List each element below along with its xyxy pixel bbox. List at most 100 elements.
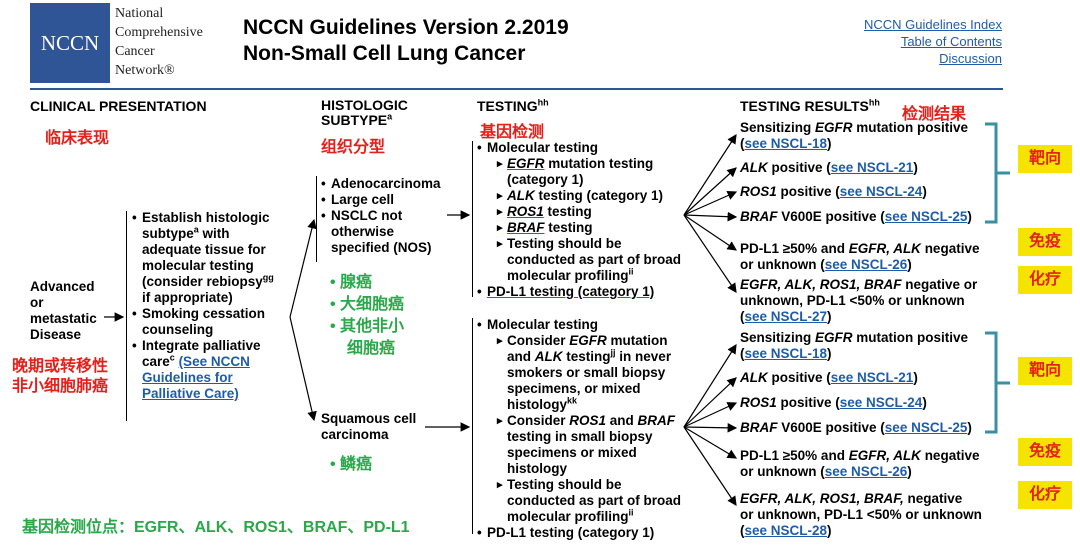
workup-item-smoking: Smoking cessation counseling (132, 306, 297, 338)
result-bottom-ros1: ROS1 positive (see NSCL-24) (740, 395, 927, 410)
other-cn-2: 细胞癌 (347, 340, 396, 357)
fan-bottom-2 (683, 377, 737, 428)
nscl-24-link-bottom[interactable]: see NSCL-24 (839, 395, 923, 410)
testing-results-header: TESTING RESULTShh (740, 97, 880, 114)
adeno-cn: • 腺癌 (330, 274, 373, 291)
fan-bottom-4 (683, 423, 738, 433)
nscl-28-link[interactable]: see NSCL-28 (744, 523, 828, 538)
guidelines-index-link[interactable]: NCCN Guidelines Index (863, 17, 1002, 32)
nccn-logo-box: NCCN (30, 3, 110, 83)
top-nav: NCCN Guidelines Index Table of Contents … (864, 16, 1002, 67)
testing-header: TESTINGhh (477, 97, 549, 114)
testing-bracket-bottom (472, 318, 473, 534)
workup-item-histologic: Establish histologic subtypea with adequ… (132, 210, 297, 306)
page-title: NCCN Guidelines Version 2.2019 Non-Small… (243, 15, 569, 67)
fan-top-5 (683, 214, 737, 251)
fan-top-3 (683, 191, 738, 216)
workup-bracket (126, 211, 127, 421)
workup-item-palliative: Integrate palliative carec (See NCCN Gui… (132, 338, 297, 402)
molecular-testing-top: Molecular testing EGFR mutation testing(… (477, 140, 687, 284)
target-bracket-bottom (985, 331, 1010, 434)
nscl-21-link-top[interactable]: see NSCL-21 (830, 160, 914, 175)
ros1-testing: ROS1 testing (497, 204, 687, 220)
fan-top-2 (683, 167, 737, 216)
palliative-care-link[interactable]: (See NCCN (178, 354, 250, 369)
palliative-care-link-3[interactable]: Palliative Care) (142, 386, 239, 401)
result-bottom-pdl1: PD-L1 ≥50% and EGFR, ALK negative or unk… (740, 448, 980, 479)
nscl-26-link-top[interactable]: see NSCL-26 (824, 257, 908, 272)
subtype-cn-annotations: • 腺癌 • 大细胞癌 • 其他非小 细胞癌 (330, 272, 404, 360)
advanced-disease-label: Advanced or metastatic Disease (30, 279, 97, 342)
result-top-braf: BRAF V600E positive (see NSCL-25) (740, 209, 972, 224)
table-of-contents-link[interactable]: Table of Contents (900, 34, 1002, 49)
braf-testing: BRAF testing (497, 220, 687, 236)
broad-profiling-bottom: Testing should be conducted as part of b… (497, 477, 687, 525)
title-line-2: Non-Small Cell Lung Cancer (243, 42, 526, 65)
nscl-21-link-bottom[interactable]: see NSCL-21 (830, 370, 914, 385)
target-bracket-top (985, 122, 1010, 224)
fan-top-4 (683, 211, 738, 222)
egfr-testing: EGFR mutation testing(category 1) (497, 156, 687, 188)
result-bottom-negative: EGFR, ALK, ROS1, BRAF, negative or unkno… (740, 491, 982, 538)
histologic-subtype-header: HISTOLOGIC SUBTYPEa (321, 97, 408, 128)
squamous-cn: • 鳞癌 (330, 456, 373, 473)
testing-list-bottom: Molecular testing Consider EGFR mutation… (477, 317, 687, 541)
subtype-nos: NSCLC not otherwise specified (NOS) (321, 208, 451, 256)
consider-ros1-braf: Consider ROS1 and BRAF testing in small … (497, 413, 687, 477)
subtype-squamous: Squamous cell carcinoma (321, 411, 417, 442)
nccn-logo-text: National Comprehensive Cancer Network® (115, 6, 203, 78)
nscl-18-link-top[interactable]: see NSCL-18 (744, 136, 828, 151)
result-top-egfr: Sensitizing EGFR mutation positive (see … (740, 120, 969, 151)
result-top-alk: ALK positive (see NSCL-21) (740, 160, 918, 175)
testing-cn-annotation: 基因检测 (480, 124, 545, 141)
clinical-presentation-header: CLINICAL PRESENTATION (30, 98, 207, 114)
nscl-26-link-bottom[interactable]: see NSCL-26 (824, 464, 908, 479)
result-bottom-alk: ALK positive (see NSCL-21) (740, 370, 918, 385)
pdl1-testing-top: PD-L1 testing (category 1) (477, 284, 687, 300)
chemo-badge-bottom: 化疗 (1018, 481, 1072, 509)
immuno-badge-top: 免疫 (1018, 228, 1072, 256)
subtype-list-top: Adenocarcinoma Large cell NSCLC not othe… (321, 176, 451, 256)
results-cn-annotation: 检测结果 (902, 106, 967, 123)
nscl-27-link[interactable]: see NSCL-27 (744, 309, 828, 324)
fan-bottom-1 (683, 343, 737, 428)
large-cn: • 大细胞癌 (330, 296, 405, 313)
molecular-testing-bottom: Molecular testing Consider EGFR mutation… (477, 317, 687, 525)
title-line-1: NCCN Guidelines Version 2.2019 (243, 16, 569, 39)
result-top-pdl1: PD-L1 ≥50% and EGFR, ALK negative or unk… (740, 241, 980, 272)
nscl-25-link-bottom[interactable]: see NSCL-25 (884, 420, 968, 435)
arrow-workup-top (289, 218, 317, 318)
target-badge-top: 靶向 (1018, 145, 1072, 173)
fan-top-1 (683, 133, 737, 216)
result-bottom-braf: BRAF V600E positive (see NSCL-25) (740, 420, 972, 435)
clinical-cn-annotation: 临床表现 (45, 130, 110, 147)
palliative-care-link-2[interactable]: Guidelines for (142, 370, 233, 385)
nccn-logo: NCCN National Comprehensive Cancer Netwo… (30, 3, 240, 83)
nscl-25-link-top[interactable]: see NSCL-25 (884, 209, 968, 224)
chemo-badge-top: 化疗 (1018, 266, 1072, 294)
fan-top-6 (683, 214, 737, 293)
immuno-badge-bottom: 免疫 (1018, 438, 1072, 466)
testing-bracket-top (472, 141, 473, 297)
pdl1-testing-bottom: PD-L1 testing (category 1) (477, 525, 687, 541)
result-bottom-egfr: Sensitizing EGFR mutation positive (see … (740, 330, 969, 361)
nscl-24-link-top[interactable]: see NSCL-24 (839, 184, 923, 199)
fan-bottom-5 (683, 426, 738, 459)
header-divider (30, 88, 1003, 90)
testing-list-top: Molecular testing EGFR mutation testing(… (477, 140, 687, 300)
discussion-link[interactable]: Discussion (939, 51, 1002, 66)
target-badge-bottom: 靶向 (1018, 357, 1072, 385)
histologic-cn-annotation: 组织分型 (321, 139, 386, 156)
subtype-adenocarcinoma: Adenocarcinoma (321, 176, 451, 192)
fan-bottom-3 (683, 402, 738, 428)
broad-profiling-top: Testing should be conducted as part of b… (497, 236, 687, 284)
footer-gene-sites: 基因检测位点：EGFR、ALK、ROS1、BRAF、PD-L1 (22, 519, 410, 536)
subtype-large-cell: Large cell (321, 192, 451, 208)
alk-testing: ALK testing (category 1) (497, 188, 687, 204)
other-cn: • 其他非小 (330, 318, 405, 335)
result-top-ros1: ROS1 positive (see NSCL-24) (740, 184, 927, 199)
result-top-negative: EGFR, ALK, ROS1, BRAF negative or unknow… (740, 277, 978, 324)
nscl-18-link-bottom[interactable]: see NSCL-18 (744, 346, 828, 361)
consider-egfr-alk: Consider EGFR mutation and ALK testingjj… (497, 333, 687, 413)
